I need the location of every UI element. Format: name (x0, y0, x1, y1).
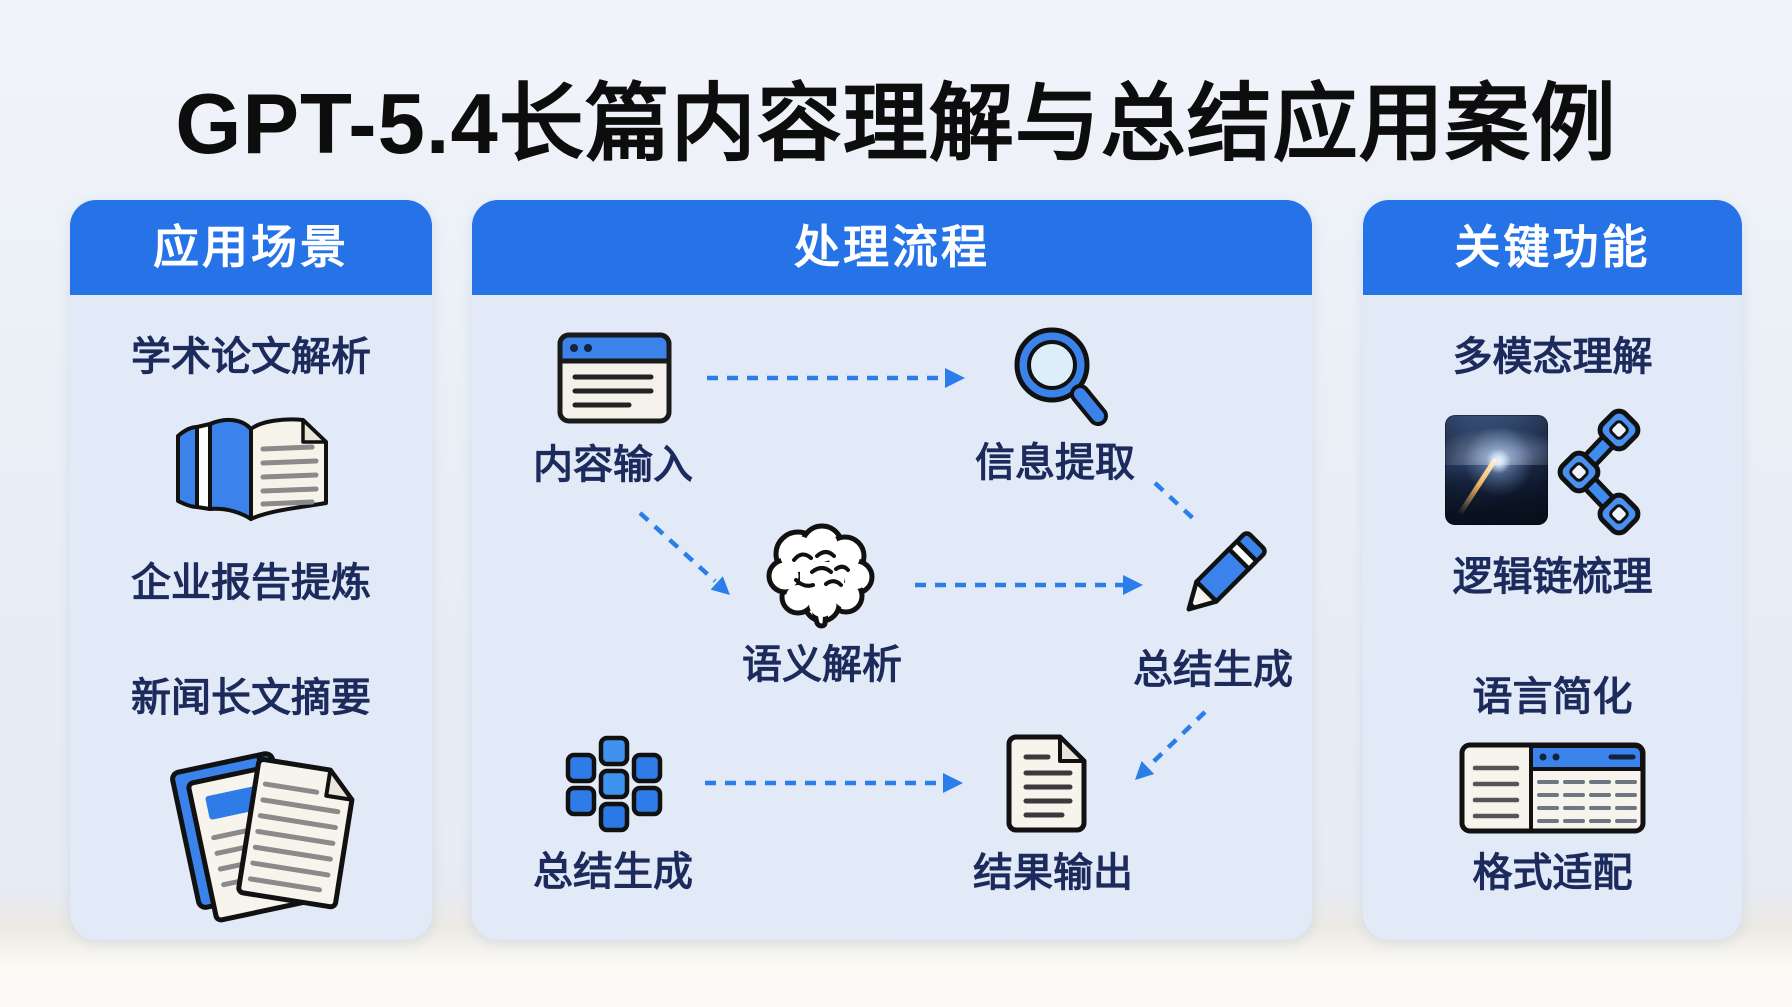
pencil-icon (1172, 526, 1272, 626)
feature-item-format: 格式适配 (1472, 851, 1633, 895)
node-label-result-output: 结果输出 (973, 851, 1133, 895)
scenario-item-news: 新闻长文摘要 (131, 676, 371, 720)
panel-features: 关键功能 多模态理解 (1363, 200, 1742, 940)
page-title: GPT-5.4长篇内容理解与总结应用案例 (175, 77, 1617, 172)
document-icon (1006, 733, 1090, 833)
panel-scenarios: 应用场景 学术论文解析 (70, 200, 432, 940)
feature-item-simplify: 语言简化 (1472, 675, 1633, 719)
table-layout-icon (1459, 742, 1646, 834)
node-label-semantic-parse: 语义解析 (742, 643, 902, 687)
panel-scenarios-header: 应用场景 (70, 200, 432, 295)
node-label-info-extract: 信息提取 (975, 441, 1135, 485)
panel-process-header: 处理流程 (472, 200, 1312, 295)
feature-item-multimodal: 多模态理解 (1452, 335, 1653, 379)
feature-item-logic-chain: 逻辑链梳理 (1452, 555, 1653, 599)
magnifier-icon (1008, 324, 1108, 429)
scenario-item-report: 企业报告提炼 (131, 561, 371, 605)
node-label-content-input: 内容输入 (533, 443, 693, 487)
panel-features-header: 关键功能 (1363, 200, 1742, 295)
node-label-summary-generate: 总结生成 (1133, 648, 1293, 692)
app-grid-icon (565, 735, 663, 833)
scenario-item-academic: 学术论文解析 (131, 335, 371, 379)
link-share-icon (1557, 408, 1641, 536)
brain-icon (760, 522, 880, 632)
panel-process: 处理流程 (472, 200, 1312, 940)
browser-window-icon (557, 332, 672, 424)
node-label-summary-generate-2: 总结生成 (533, 850, 693, 894)
stacked-papers-icon (151, 748, 355, 923)
night-sky-photo (1445, 415, 1548, 525)
open-book-icon (166, 408, 336, 530)
